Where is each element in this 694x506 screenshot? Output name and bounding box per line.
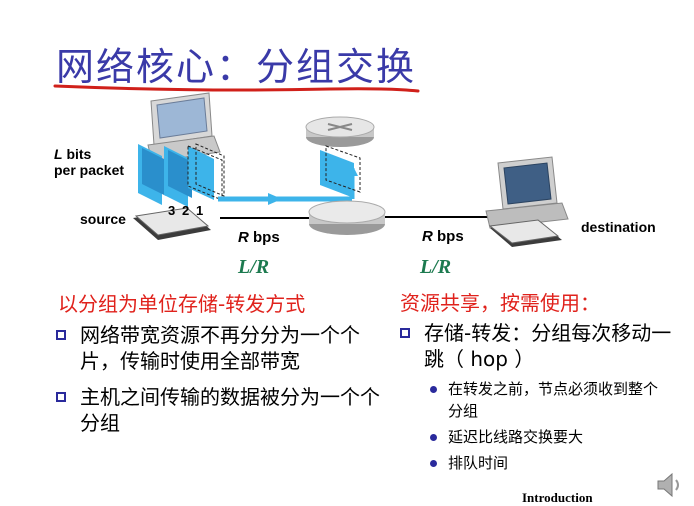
keyboard-icon	[488, 219, 562, 247]
keyboard-icon	[133, 207, 211, 240]
list-item: 主机之间传输的数据被分为一个个分组	[56, 384, 388, 436]
packet-size-bits: bits	[62, 146, 92, 162]
square-bullet-icon	[56, 330, 66, 340]
packet-number-2: 2	[182, 203, 189, 218]
rate-left: R bps	[238, 229, 280, 246]
router-icon	[305, 116, 386, 235]
delay-left: L/R	[238, 256, 270, 278]
destination-label: destination	[581, 219, 656, 235]
packet-number-3: 3	[168, 203, 175, 218]
sub-list-item: 排队时间	[426, 452, 672, 474]
list-item-text: 网络带宽资源不再分分为一个个片，传输时使用全部带宽	[80, 323, 360, 373]
rate-right-unit: bps	[432, 228, 464, 245]
right-bullet-list: 存储-转发：分组每次移动一跳（ hop ） 在转发之前，节点必须收到整个分组 延…	[400, 320, 672, 474]
list-item-text: 存储-转发：分组每次移动一跳（ hop ）	[424, 321, 672, 371]
sub-bullet-list: 在转发之前，节点必须收到整个分组 延迟比线路交换要大 排队时间	[400, 378, 672, 474]
left-bullet-list: 网络带宽资源不再分分为一个个片，传输时使用全部带宽 主机之间传输的数据被分为一个…	[56, 322, 388, 436]
list-item: 存储-转发：分组每次移动一跳（ hop ）	[400, 320, 672, 372]
sub-list-item: 延迟比线路交换要大	[426, 426, 672, 448]
rate-right-r: R	[422, 228, 433, 245]
speaker-icon[interactable]	[654, 470, 686, 500]
dot-bullet-icon	[430, 434, 437, 441]
dot-bullet-icon	[430, 460, 437, 467]
delay-right: L/R	[420, 256, 452, 278]
packet-size-line2: per packet	[54, 162, 125, 178]
rate-left-unit: bps	[248, 229, 280, 246]
packet-number-1: 1	[196, 203, 203, 218]
left-heading: 以分组为单位存储-转发方式	[58, 292, 306, 316]
packet-size-label: L bits per packet	[54, 146, 124, 178]
sub-list-item-text: 延迟比线路交换要大	[448, 428, 584, 446]
footer-label: Introduction	[522, 490, 593, 505]
list-item-text: 主机之间传输的数据被分为一个个分组	[80, 385, 380, 435]
packet-at-router	[320, 145, 361, 198]
dot-bullet-icon	[430, 386, 437, 393]
square-bullet-icon	[400, 328, 410, 338]
list-item: 网络带宽资源不再分分为一个个片，传输时使用全部带宽	[56, 322, 388, 374]
sub-list-item-text: 排队时间	[448, 454, 509, 472]
page-title: 网络核心：分组交换	[56, 45, 417, 89]
computer-icon	[147, 92, 221, 163]
rate-left-r: R	[238, 229, 249, 246]
sub-list-item-text: 在转发之前，节点必须收到整个分组	[448, 380, 659, 420]
square-bullet-icon	[56, 392, 66, 402]
source-label: source	[80, 211, 126, 227]
computer-icon	[485, 156, 569, 229]
right-heading: 资源共享，按需使用：	[400, 291, 600, 315]
rate-right: R bps	[422, 228, 464, 245]
sub-list-item: 在转发之前，节点必须收到整个分组	[426, 378, 672, 422]
packet-size-l: L	[54, 146, 63, 162]
packet-queue-source	[138, 143, 225, 207]
